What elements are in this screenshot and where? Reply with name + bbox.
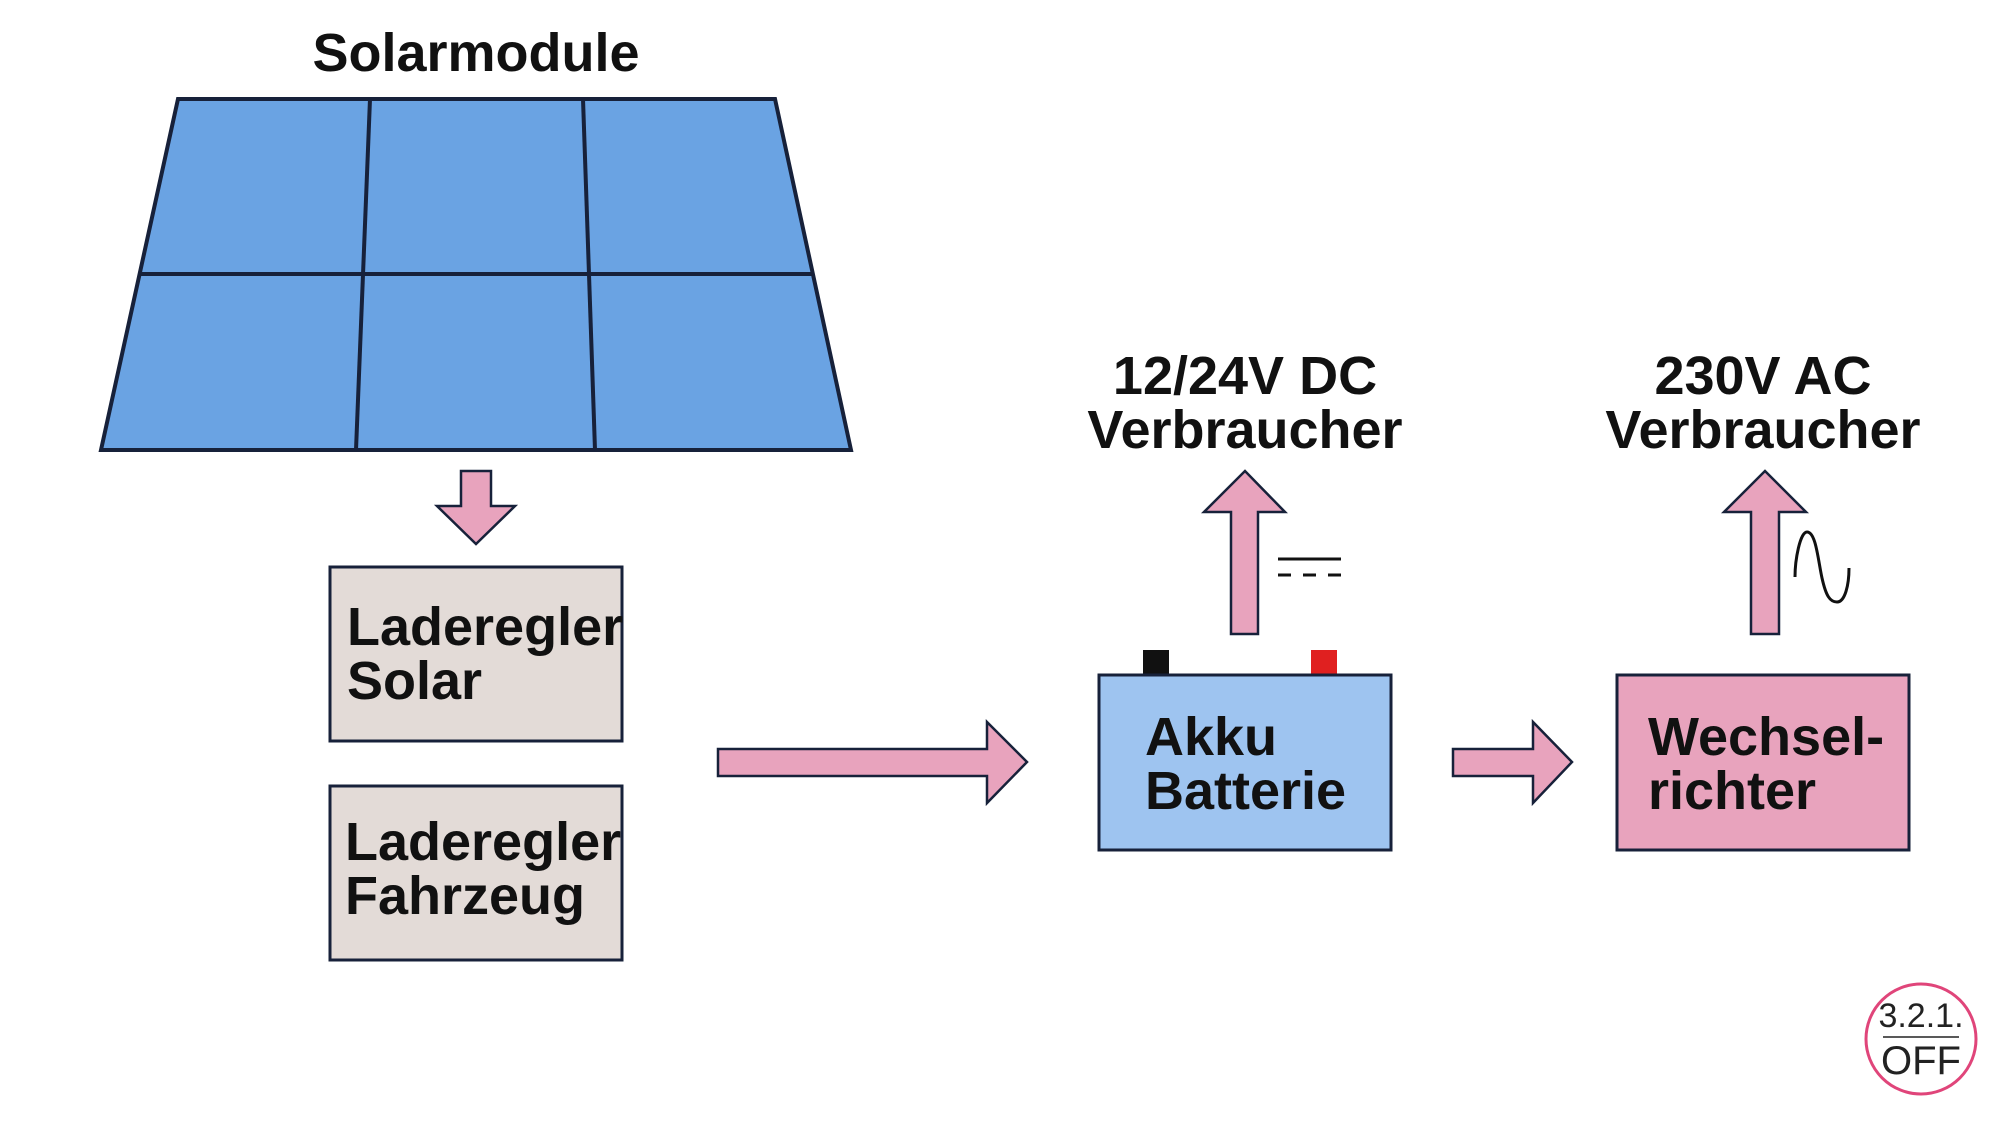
controller-vehicle-label-line1: Laderegler: [345, 812, 622, 872]
ac-consumer-label: 230V AC Verbraucher: [1563, 349, 1963, 457]
logo-bottom-text: OFF: [1881, 1039, 1961, 1083]
solar-panel-title: Solarmodule: [312, 23, 640, 83]
battery-terminal-negative: [1143, 650, 1169, 675]
inverter-label-line1: Wechsel-: [1648, 707, 1885, 767]
controller-vehicle-label: Laderegler Fahrzeug: [345, 815, 621, 923]
battery-label: Akku Batterie: [1145, 710, 1346, 818]
inverter-box: [1615, 673, 1911, 852]
logo-ring: [1864, 982, 1978, 1096]
inverter-label-line2: richter: [1648, 761, 1817, 821]
controller-solar-label-line2: Solar: [347, 651, 483, 711]
ac-sine-icon: [1793, 530, 1851, 604]
battery-terminal-positive: [1311, 650, 1337, 675]
battery-label-line1: Akku: [1145, 707, 1278, 767]
ac-consumer-label-line1: 230V AC: [1654, 346, 1872, 406]
arrow-solar-to-controller: [433, 469, 519, 546]
logo-top-text: 3.2.1.: [1878, 997, 1964, 1035]
controller-vehicle-box: [328, 784, 624, 962]
dc-consumer-label-line1: 12/24V DC: [1112, 346, 1378, 406]
arrow-battery-to-dc-consumer: [1200, 469, 1288, 636]
controller-solar-box: [328, 565, 624, 743]
dc-consumer-label-line2: Verbraucher: [1087, 400, 1403, 460]
dc-symbol-icon: [1278, 557, 1341, 577]
ac-consumer-label-line2: Verbraucher: [1605, 400, 1921, 460]
battery-box: [1097, 673, 1393, 852]
controller-solar-label: Laderegler Solar: [347, 600, 623, 708]
arrow-battery-to-inverter: [1451, 718, 1574, 807]
dc-consumer-label: 12/24V DC Verbraucher: [1045, 349, 1445, 457]
solar-panel-divider-right: [581, 98, 597, 451]
battery-label-line2: Batterie: [1145, 761, 1347, 821]
inverter-label: Wechsel- richter: [1648, 710, 1884, 818]
controller-vehicle-label-line2: Fahrzeug: [345, 866, 586, 926]
arrow-inverter-to-ac-consumer: [1720, 469, 1810, 636]
controller-solar-label-line1: Laderegler: [347, 597, 624, 657]
arrow-controller-to-battery: [716, 718, 1029, 807]
solar-panel: [98, 97, 854, 452]
brand-logo: 3.2.1. OFF: [1863, 981, 1979, 1097]
solar-panel-divider-left: [354, 98, 372, 451]
